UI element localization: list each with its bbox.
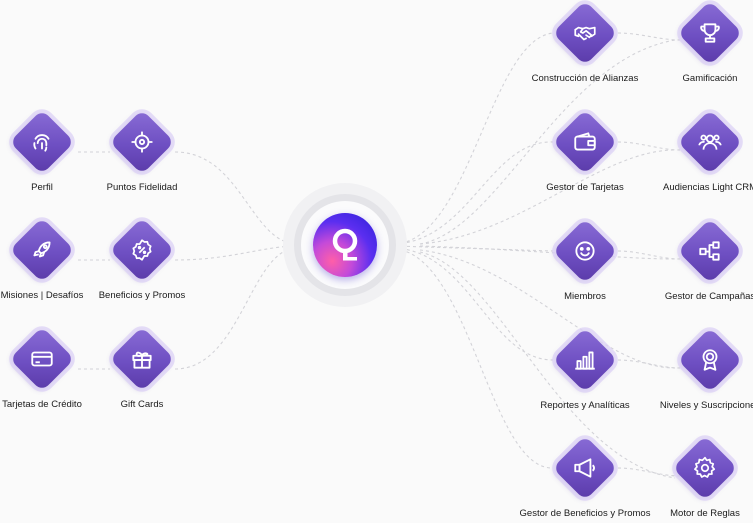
misiones-button[interactable] — [9, 217, 75, 283]
smile-icon — [575, 241, 595, 261]
gestor-tarjetas-button[interactable] — [552, 109, 618, 175]
miembros-label: Miembros — [564, 291, 606, 302]
beneficios-label: Beneficios y Promos — [98, 290, 186, 301]
audiencias-label: Audiencias Light CRM — [663, 182, 753, 193]
miembros-button[interactable] — [552, 218, 618, 284]
puntos-label: Puntos Fidelidad — [106, 182, 178, 193]
gift-cards-button[interactable] — [109, 326, 175, 392]
perfil-button[interactable] — [9, 109, 75, 175]
puntos-button[interactable] — [109, 109, 175, 175]
fingerprint-icon — [33, 134, 50, 152]
reportes-label: Reportes y Analíticas — [540, 400, 630, 411]
alianzas-label: Construcción de Alianzas — [531, 73, 639, 84]
target-icon — [131, 131, 153, 153]
handshake-icon — [574, 26, 596, 41]
bar-chart-icon — [575, 351, 595, 370]
gift-icon — [132, 351, 152, 369]
gift-cards-label: Gift Cards — [120, 399, 164, 410]
motor-reglas-button[interactable] — [672, 435, 738, 501]
beneficios-button[interactable] — [109, 217, 175, 283]
campanas-label: Gestor de Campañas — [664, 291, 753, 302]
motor-reglas-label: Motor de Reglas — [670, 508, 740, 519]
rocket-icon — [33, 241, 51, 258]
gamificacion-button[interactable] — [677, 0, 743, 66]
award-icon — [702, 349, 718, 371]
megaphone-icon — [574, 458, 595, 478]
discount-badge-icon — [132, 239, 152, 261]
perfil-label: Perfil — [31, 182, 53, 193]
niveles-label: Niveles y Suscripciones — [659, 400, 753, 411]
credit-card-icon — [31, 351, 53, 367]
gestor-beneficios-button[interactable] — [552, 435, 618, 501]
q-logo-icon — [332, 228, 358, 261]
niveles-button[interactable] — [677, 327, 743, 393]
audiencias-button[interactable] — [677, 109, 743, 175]
gear-icon — [694, 456, 716, 478]
gestor-beneficios-label: Gestor de Beneficios y Promos — [519, 508, 651, 519]
alianzas-button[interactable] — [552, 0, 618, 66]
gamificacion-label: Gamificación — [682, 73, 738, 84]
trophy-icon — [700, 23, 720, 43]
tarjetas-credito-button[interactable] — [9, 326, 75, 392]
campanas-button[interactable] — [677, 218, 743, 284]
flow-icon — [699, 241, 720, 261]
brand-logo[interactable] — [313, 213, 377, 277]
tarjetas-credito-label: Tarjetas de Crédito — [2, 399, 82, 410]
wallet-icon — [574, 132, 596, 151]
misiones-label: Misiones | Desafíos — [0, 290, 84, 301]
reportes-button[interactable] — [552, 327, 618, 393]
gestor-tarjetas-label: Gestor de Tarjetas — [546, 182, 624, 193]
users-icon — [698, 134, 722, 150]
